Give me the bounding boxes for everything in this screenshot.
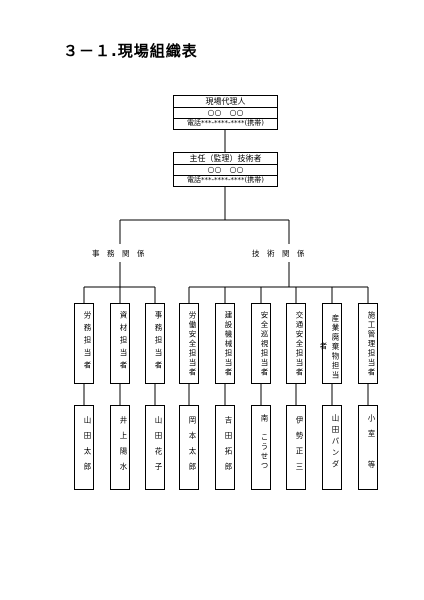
role-box-traffic-safety: 交通安全担当者 — [286, 303, 306, 384]
site-agent-role: 現場代理人 — [205, 97, 246, 106]
name-box-1: 山田太郎 — [74, 405, 94, 490]
site-agent-phone: 電話***-****-****(携帯) — [186, 119, 264, 127]
role-label: 安全巡視担当者 — [260, 311, 269, 378]
page-title: ３－１.現場組織表 — [63, 42, 198, 60]
name-box-4: 岡本太郎 — [179, 405, 199, 490]
role-label: 資材担当者 — [119, 311, 128, 374]
role-box-labor-safety: 労働安全担当者 — [179, 303, 199, 384]
role-label: 事務担当者 — [154, 311, 163, 374]
name-box-3: 山田花子 — [145, 405, 165, 490]
chief-engineer-phone: 電話***-****-****(携帯) — [186, 176, 264, 184]
name-box-2: 井上陽水 — [110, 405, 130, 490]
chief-engineer-box: 主任（監理）技術者 ○○ ○○ 電話***-****-****(携帯) — [173, 152, 278, 187]
name-box-9: 小室 等 — [358, 405, 378, 490]
role-label: 建設機械担当者 — [224, 311, 233, 378]
role-label: 施工管理担当者 — [367, 311, 376, 378]
name-box-8: 山田パンダ — [322, 405, 342, 490]
role-box-construction-management: 施工管理担当者 — [358, 303, 378, 384]
tech-group-label: 技 術 関 係 — [252, 249, 305, 258]
role-box-office: 事務担当者 — [145, 303, 165, 384]
person-name: 伊勢正三 — [295, 416, 304, 478]
person-name: 井上陽水 — [119, 416, 128, 478]
chief-engineer-role: 主任（監理）技術者 — [189, 154, 262, 163]
role-box-materials: 資材担当者 — [110, 303, 130, 384]
person-name: 吉田拓郎 — [224, 416, 233, 478]
site-agent-name: ○○ ○○ — [207, 108, 244, 117]
role-box-construction-machinery: 建設機械担当者 — [215, 303, 235, 384]
site-agent-box: 現場代理人 ○○ ○○ 電話***-****-****(携帯) — [173, 95, 278, 130]
role-label: 産業廃棄物担当者 — [319, 313, 340, 381]
role-label: 労務担当者 — [83, 311, 92, 374]
person-name: 山田太郎 — [83, 416, 92, 478]
chief-engineer-name: ○○ ○○ — [207, 165, 244, 174]
name-box-5: 吉田拓郎 — [215, 405, 235, 490]
name-box-6: 南 こうせつ — [251, 405, 271, 490]
office-group-label: 事 務 関 係 — [92, 249, 145, 258]
role-box-labor: 労務担当者 — [74, 303, 94, 384]
person-name: 南 こうせつ — [260, 414, 269, 471]
role-label: 労働安全担当者 — [188, 311, 197, 378]
role-box-industrial-waste: 産業廃棄物担当者 — [319, 303, 342, 384]
role-label: 交通安全担当者 — [295, 311, 304, 378]
role-box-safety-patrol: 安全巡視担当者 — [251, 303, 271, 384]
person-name: 山田パンダ — [331, 414, 340, 472]
person-name: 小室 等 — [367, 414, 376, 476]
person-name: 岡本太郎 — [188, 416, 197, 478]
person-name: 山田花子 — [154, 416, 163, 478]
name-box-7: 伊勢正三 — [286, 405, 306, 490]
